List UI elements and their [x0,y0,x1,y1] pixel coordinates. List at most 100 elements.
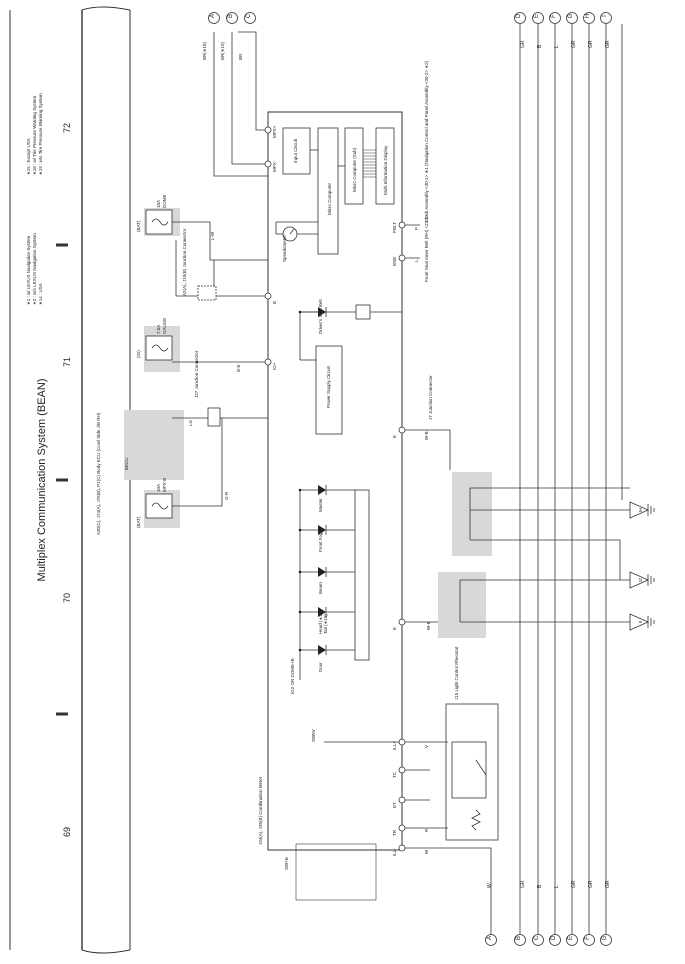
svg-text:Master: Master [318,498,323,512]
svg-text:E: E [392,435,397,438]
wire-color-label: L [554,885,560,888]
pin-terminal: TR [392,824,406,836]
wire-color-label: GR [571,880,577,888]
speedometer-label: Speedometer [282,234,287,262]
connector-a-top: A [208,12,220,24]
becu-shade [124,410,184,480]
swb-label: SW+B [284,857,289,870]
wire-color-label: B [537,44,543,48]
page-number-70: 70 [62,593,72,603]
wire-label: B-E [236,364,241,372]
svg-text:E: E [534,14,540,18]
svg-text:ET: ET [392,802,397,808]
wire-colors-bottom: W GR B L GR GR GR [487,880,611,888]
page-number-71: 71 [62,357,72,367]
fuse-name: GAUGE [162,318,167,334]
wire-color-label: GR [520,880,526,888]
svg-text:IZ: IZ [638,578,643,582]
right-bus-wires [519,24,623,934]
svg-text:G: G [568,13,574,18]
pin-terminal: MPX+ [264,125,277,138]
wire-label: BR [238,53,243,60]
svg-text:BSB: BSB [392,257,397,266]
light-control-label: J15 Light Control Rheostat [454,646,459,700]
svg-text:PBLT: PBLT [392,222,397,233]
note-left-2: ∗2 : w/o LEXUS Navigation System [32,233,37,305]
wire-label: W-B [424,431,429,440]
fuse-mpxb: 10A MPX-B (BAT) [136,478,173,528]
svg-text:F: F [551,14,557,18]
junction-a2-label: A2(A), J10(B) Junction Connector [182,228,187,296]
page-number-72: 72 [62,123,72,133]
led-indicator: Front Fog [298,525,355,552]
pin-terminal: ILL- [392,844,406,856]
ground-junction-shade-1 [452,472,492,556]
becu-label: BECU [124,457,129,470]
connector-c-bottom: C [532,934,544,946]
swbv-label: SW5V [311,729,316,742]
power-supply-label: Power Supply Circuit [326,365,331,408]
svg-text:B: B [228,14,234,18]
connector-h-top: H [583,12,595,24]
svg-text:ILL-: ILL- [392,848,397,856]
svg-text:TR: TR [392,829,397,836]
wire-label: R [424,828,429,832]
connector-f-top: F [549,12,561,24]
svg-text:MPX+: MPX+ [272,125,277,138]
pin-terminal: ET [392,796,406,808]
micro-computer-label: Micro Computer [327,182,332,215]
front-seat-label: Front Seat Inner Belt (RH) <23-2> [424,214,429,282]
ground-symbol: IZ [629,571,655,589]
svg-text:Beam: Beam [318,582,323,594]
border-curl-top [81,6,131,11]
wire-color-label: GR [605,880,611,888]
svg-text:G: G [602,935,608,940]
connector-i-top: I [600,12,612,24]
svg-text:A: A [487,936,493,940]
wire-label: BR(∗19) [220,41,225,60]
left-wire-labels: BR(∗18) BR(∗19) BR L-W B-E LG G-R W-B W-… [188,41,431,854]
svg-text:Front Fog: Front Fog [318,532,323,552]
led-indicator: Beam [298,567,355,594]
svg-text:MPX-: MPX- [272,160,277,172]
led-driver-block [354,489,370,661]
connector-a-bottom: A [485,934,497,946]
page-number-69: 69 [62,827,72,837]
pin-terminal: IG+ [264,358,277,370]
connector-b-bottom: B [514,934,526,946]
combination-meter-box [267,111,403,851]
fuse-name: DOME [162,195,167,209]
top-connectors: A B C D E F G H I [208,12,612,24]
pin-terminal: BSB [392,254,406,266]
input-circuit-label: Input Circuit [293,138,298,163]
wire-label: W [424,849,429,854]
wire-label: G-R [224,491,229,500]
swb-switch-frame [295,843,377,901]
led-indicator: Door [298,645,355,672]
power-supply-block [315,345,343,435]
wire-color-label: B [537,884,543,888]
pin-terminal: ILL+ [392,738,406,750]
pin-terminal: MPX- [264,160,277,172]
svg-text:H: H [585,14,591,18]
fuse-amp: 7.5A [156,325,161,334]
svg-text:IG+: IG+ [272,362,277,370]
note-right-3: ∗19 : w/o Tire Pressure Warning System [38,93,43,175]
connector-g-top: G [566,12,578,24]
wire-color-label: GR [520,40,526,48]
micro-computer-block [317,127,339,255]
clock-label: Clock Assembly <30-1> ∗1 (Navigation Con… [424,60,429,222]
svg-text:D: D [516,13,522,18]
svg-text:Door: Door [318,662,323,672]
svg-text:B: B [516,936,522,940]
svg-text:C: C [246,13,252,18]
fuse-source: (IG) [136,350,141,358]
fuse-amp: 10A [156,200,161,208]
rheostat-internals [451,741,487,831]
svg-text:D: D [551,935,557,940]
connector-f-bottom: F [583,934,595,946]
